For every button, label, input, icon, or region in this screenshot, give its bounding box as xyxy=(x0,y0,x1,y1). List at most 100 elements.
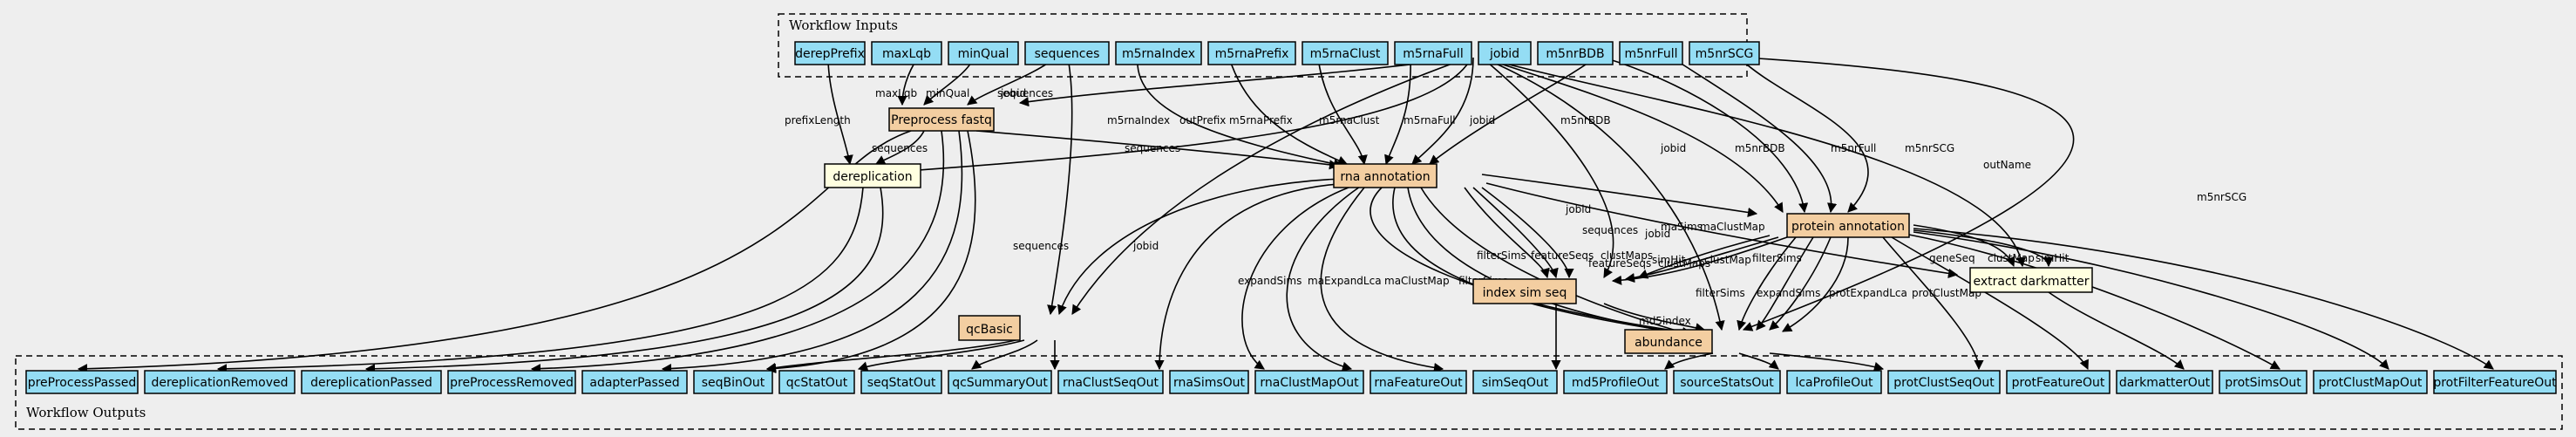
edge-jobid-qcbasic xyxy=(1071,57,1470,315)
output-md5profileout[interactable]: md5ProfileOut xyxy=(1563,370,1668,394)
edge-index-abundance xyxy=(1603,303,1706,333)
output-qcsummaryout[interactable]: qcSummaryOut xyxy=(948,370,1052,394)
output-rnafeatureout-label: rnaFeatureOut xyxy=(1374,376,1463,390)
output-adapterpassed[interactable]: adapterPassed xyxy=(581,370,688,394)
output-preprocesspassed[interactable]: preProcessPassed xyxy=(25,370,139,394)
label-outprefix: outPrefix xyxy=(1179,114,1226,126)
input-m5nrfull[interactable]: m5nrFull xyxy=(1619,41,1683,65)
tool-dereplication[interactable]: dereplication xyxy=(824,163,921,188)
input-dereprefix[interactable]: derepPrefix xyxy=(794,41,866,65)
output-qcstatout[interactable]: qcStatOut xyxy=(778,370,855,394)
edge-jobid-preprocess xyxy=(1018,57,1468,107)
edge-m5nrfull-protein xyxy=(1671,57,1838,214)
output-protsimsout[interactable]: protSimsOut xyxy=(2219,370,2308,394)
step-rna-annotation[interactable]: rna annotation xyxy=(1333,163,1438,188)
output-preprocesspassed-label: preProcessPassed xyxy=(28,376,137,390)
edge-rna-feature xyxy=(1320,187,1444,373)
step-abundance[interactable]: abundance xyxy=(1624,329,1713,354)
edge-m5nrscg-protein xyxy=(1738,57,1869,213)
output-sourcestatsout[interactable]: sourceStatsOut xyxy=(1673,370,1781,394)
tool-extract-darkmatter[interactable]: extract darkmatter xyxy=(1969,267,2093,293)
label-prot-clustmap: clustMap xyxy=(1988,252,2035,264)
edge-preprocess-rna xyxy=(975,130,1340,170)
output-protsimsout-label: protSimsOut xyxy=(2225,376,2301,390)
input-m5rnaindex[interactable]: m5rnaIndex xyxy=(1115,41,1202,65)
edge-protein-index-3 xyxy=(1611,236,1788,285)
edge-m5nrscg-abundance xyxy=(1742,57,2075,331)
input-m5rnaprefix-label: m5rnaPrefix xyxy=(1215,47,1289,61)
output-rnaclustmapout[interactable]: rnaClustMapOut xyxy=(1254,370,1364,394)
output-nodes: preProcessPassed dereplicationRemoved de… xyxy=(25,370,2557,394)
edge-preprocess-dereplication xyxy=(875,130,925,165)
edge-m5nrbdb-protein xyxy=(1603,57,1809,214)
output-dereplicationremoved[interactable]: dereplicationRemoved xyxy=(144,370,296,394)
step-protein-annotation[interactable]: protein annotation xyxy=(1786,213,1910,238)
output-simseqout-label: simSeqOut xyxy=(1482,376,1549,390)
output-rnafeatureout[interactable]: rnaFeatureOut xyxy=(1370,370,1467,394)
label-prot-featureseqs: featureSeqs xyxy=(1588,257,1651,270)
workflow-inputs-title: Workflow Inputs xyxy=(789,17,898,33)
edge-protein-clustseq xyxy=(1882,236,1984,371)
label-prot-clustmaps: clustMaps xyxy=(1658,257,1710,270)
edge-jobid-protein xyxy=(1481,57,1784,213)
step-preprocess-fastq[interactable]: Preprocess fastq xyxy=(888,107,995,132)
input-jobid[interactable]: jobid xyxy=(1478,41,1532,65)
edge-preprocess-out4 xyxy=(530,130,945,374)
step-qcbasic[interactable]: qcBasic xyxy=(958,315,1021,341)
input-m5nrscg[interactable]: m5nrSCG xyxy=(1689,41,1760,65)
input-m5rnaclust[interactable]: m5rnaClust xyxy=(1302,41,1389,65)
tool-dereplication-label: dereplication xyxy=(833,170,912,184)
edge-jobid-index xyxy=(1481,57,1614,278)
input-m5rnaprefix[interactable]: m5rnaPrefix xyxy=(1207,41,1296,65)
output-protfeatureout[interactable]: protFeatureOut xyxy=(2006,370,2110,394)
output-protfilterfeatureout[interactable]: protFilterFeatureOut xyxy=(2433,370,2557,394)
output-dereplicationpassed[interactable]: dereplicationPassed xyxy=(301,370,442,394)
output-preprocessremoved[interactable]: preProcessRemoved xyxy=(447,370,576,394)
output-lcaprofileout[interactable]: lcaProfileOut xyxy=(1786,370,1882,394)
input-maxlqb[interactable]: maxLqb xyxy=(871,41,942,65)
input-minqual[interactable]: minQual xyxy=(948,41,1019,65)
output-protclustmapout[interactable]: protClustMapOut xyxy=(2313,370,2428,394)
label-maxlqb: maxLqb xyxy=(875,87,917,99)
output-seqstatout[interactable]: seqStatOut xyxy=(860,370,942,394)
edge-qcbasic-qcstat xyxy=(857,339,1025,372)
input-m5nrfull-label: m5nrFull xyxy=(1624,47,1677,61)
label-prot-filtersims: filterSims xyxy=(1752,252,1802,264)
output-darkmatterout[interactable]: darkmatterOut xyxy=(2116,370,2213,394)
output-lcaprofileout-label: lcaProfileOut xyxy=(1795,376,1873,390)
output-protclustseqout[interactable]: protClustSeqOut xyxy=(1887,370,2001,394)
edge-preprocess-out6 xyxy=(765,130,976,373)
output-seqstatout-label: seqStatOut xyxy=(867,376,936,390)
edge-protein-index-2 xyxy=(1624,236,1779,283)
label-prot-filtersims2: filterSims xyxy=(1696,287,1745,299)
output-qcsummaryout-label: qcSummaryOut xyxy=(952,376,1048,390)
edge-sequences-qcbasic xyxy=(1047,57,1073,316)
edge-protein-filterfeature xyxy=(1913,228,2494,370)
label-jobid-rna: jobid xyxy=(1469,114,1495,126)
edge-qcbasic-seqbin xyxy=(765,339,1016,372)
step-protein-annotation-label: protein annotation xyxy=(1791,220,1905,234)
label-prefix-len: prefixLength xyxy=(785,114,851,126)
label-jobid-qc: jobid xyxy=(1132,240,1159,252)
label-rna-seq: sequences xyxy=(1582,224,1638,236)
output-rnaclustseqout[interactable]: rnaClustSeqOut xyxy=(1057,370,1164,394)
output-rnaclustseqout-label: rnaClustSeqOut xyxy=(1063,376,1159,390)
output-seqbinout[interactable]: seqBinOut xyxy=(693,370,773,394)
input-sequences[interactable]: sequences xyxy=(1024,41,1110,65)
input-m5nrbdb[interactable]: m5nrBDB xyxy=(1537,41,1614,65)
output-rnasimsout[interactable]: rnaSimsOut xyxy=(1169,370,1249,394)
workflow-outputs-title: Workflow Outputs xyxy=(26,405,146,420)
edge-preprocess-out1 xyxy=(77,130,912,374)
input-maxlqb-label: maxLqb xyxy=(882,47,931,61)
label-rna-featureseqs: featureSeqs xyxy=(1531,249,1594,262)
step-index-sim-seq[interactable]: index sim seq xyxy=(1472,278,1577,304)
input-m5rnafull[interactable]: m5rnaFull xyxy=(1394,41,1472,65)
label-rna-maexpandlca: maExpandLca xyxy=(1308,275,1382,287)
output-simseqout[interactable]: simSeqOut xyxy=(1472,370,1558,394)
edge-abundance-md5 xyxy=(1664,352,1714,370)
output-protclustmapout-label: protClustMapOut xyxy=(2319,376,2423,390)
edge-m5rnafull-rna xyxy=(1384,57,1411,166)
edge-jobid-dereplication xyxy=(905,57,1472,175)
edge-rna-index xyxy=(1472,187,1559,279)
label-prot-simhit: simHit xyxy=(2036,252,2070,264)
